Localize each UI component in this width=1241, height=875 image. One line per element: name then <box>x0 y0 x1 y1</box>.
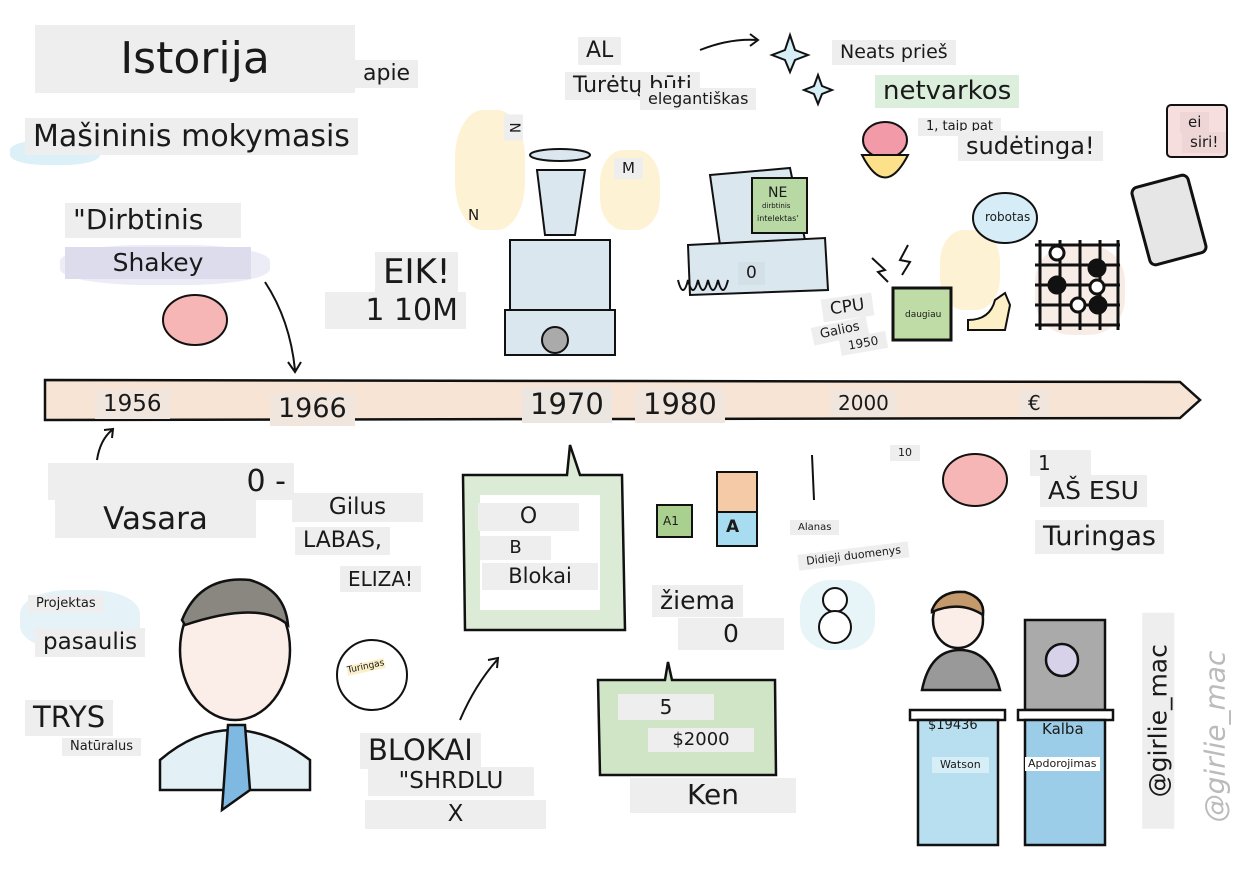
label-intelektas: intelektas' <box>757 214 799 223</box>
label-computer-zero: 0 <box>738 262 765 285</box>
title-istorija: Istorija <box>35 25 355 94</box>
shakey-robot-illustration <box>504 148 616 356</box>
label-shakey: Shakey <box>65 247 251 279</box>
label-elegantiskas: elegantiškas <box>640 88 757 110</box>
arrow-icon <box>699 33 760 51</box>
label-o: O <box>478 503 579 532</box>
label-blokai-caps: BLOKAI <box>360 733 481 769</box>
block-a-icon <box>716 511 758 547</box>
label-n: N <box>503 114 523 141</box>
label-as-esu: AŠ ESU <box>1040 475 1147 507</box>
year-1980: 1980 <box>635 387 725 423</box>
label-eik: EIK! <box>375 252 459 294</box>
watson-podium-illustration <box>1016 618 1115 847</box>
author-credit: @girlie_mac <box>1142 612 1174 829</box>
arrow-icon <box>264 281 302 374</box>
label-eliza: ELIZA! <box>340 566 422 592</box>
label-five: 5 <box>618 694 714 720</box>
label-ei: ei <box>1180 112 1210 133</box>
arrow-icon <box>459 656 500 721</box>
label-ne: NE <box>768 185 788 201</box>
label-gilus: Gilus <box>292 493 423 523</box>
label-dirbtinis-small: dirbtinis <box>762 202 791 210</box>
label-vasara: Vasara <box>55 500 256 539</box>
arrow-icon <box>96 427 115 461</box>
label-naturalus: Natūralus <box>62 738 141 757</box>
title-subtitle: Mašininis mokymasis <box>25 118 358 155</box>
author-watermark: @girlie_mac <box>1198 650 1232 823</box>
year-2000: 2000 <box>830 390 897 416</box>
label-one: 1 <box>1030 450 1091 476</box>
lightning-icon <box>871 257 889 283</box>
title-apie: apie <box>355 60 419 89</box>
label-trys: TRYS <box>25 700 114 736</box>
turingas-speech-bubble <box>336 639 408 711</box>
label-shrdlu: "SHRDLU <box>368 767 534 797</box>
label-al: AL <box>578 37 622 66</box>
snowman-icon <box>818 587 852 644</box>
year-euro: € <box>1020 390 1049 416</box>
year-1970: 1970 <box>522 387 612 423</box>
go-board-icon <box>1035 240 1120 330</box>
label-m: M <box>614 158 643 179</box>
label-projektas: Projektas <box>28 595 104 614</box>
label-10: 10 <box>890 445 920 462</box>
label-siri: siri! <box>1182 132 1227 153</box>
label-b: B <box>480 536 551 560</box>
robotas-bubble <box>972 192 1038 244</box>
block-icon <box>716 471 758 513</box>
label-n2: N <box>468 206 480 224</box>
label-neats: Neats prieš <box>832 40 956 65</box>
arm-icon <box>967 291 1012 331</box>
label-netvarkos: netvarkos <box>875 75 1020 108</box>
label-2000: $2000 <box>648 728 754 752</box>
label-10m: 1 10M <box>325 292 466 329</box>
label-blokai: Blokai <box>482 563 598 591</box>
brain-icon <box>942 453 1008 507</box>
label-alanas: Alanas <box>790 520 840 535</box>
label-turingas: Turingas <box>1035 520 1164 554</box>
sparkle-icon <box>801 72 835 107</box>
year-1956: 1956 <box>95 390 170 420</box>
label-ziema-zero: 0 <box>678 618 784 650</box>
label-a: A <box>726 517 740 537</box>
label-watson: Watson <box>932 757 989 774</box>
label-kalba: Kalba <box>1042 720 1084 738</box>
label-labas: LABAS, <box>295 527 390 556</box>
label-zero-dash: 0 - <box>48 463 294 500</box>
label-pasaulis: pasaulis <box>35 628 146 658</box>
label-dirbtinis: "Dirbtinis <box>65 203 241 238</box>
label-score: $19436 <box>928 718 978 733</box>
brain-icon <box>162 294 228 346</box>
sparkle-icon <box>769 31 811 75</box>
label-ziema: žiema <box>652 585 744 617</box>
label-robotas: robotas <box>985 210 1031 224</box>
year-1966: 1966 <box>270 392 355 426</box>
phone-icon <box>1130 173 1208 267</box>
exploding-head-icon <box>860 121 910 179</box>
cpu-chip-icon <box>891 286 953 342</box>
alan-turing-portrait <box>158 578 312 813</box>
block-a1-icon <box>656 504 693 538</box>
label-apdorojimas: Apdorojimas <box>1025 757 1100 772</box>
label-daugiau: daugiau <box>905 310 942 320</box>
label-ken: Ken <box>630 778 796 813</box>
label-sudetinga: sudėtinga! <box>958 131 1103 162</box>
label-a1: A1 <box>663 514 679 528</box>
label-x: X <box>365 800 546 830</box>
lightning-icon <box>898 244 912 276</box>
jeopardy-contestant-illustration <box>908 590 1007 847</box>
